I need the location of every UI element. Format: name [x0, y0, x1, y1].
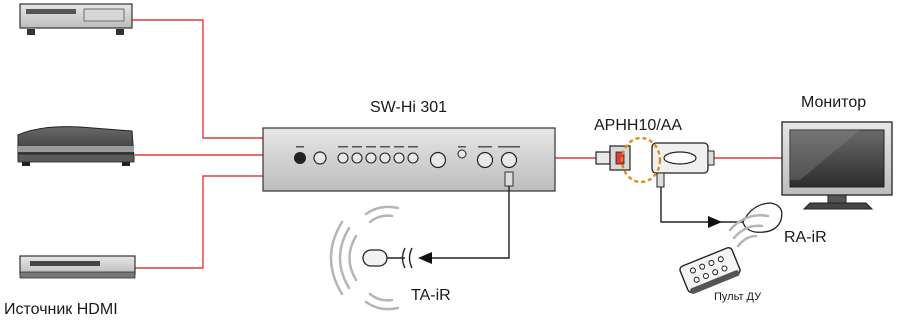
ra-ir-label: RA-iR — [784, 229, 827, 246]
ta-ir-label: TA-iR — [411, 287, 451, 304]
ra-ir-cable — [656, 172, 783, 233]
cable-source-1 — [130, 19, 263, 139]
monitor-device — [781, 121, 893, 210]
ir-waves-emitter — [329, 205, 400, 311]
source-caption: Источник HDMI — [4, 301, 118, 318]
switch-title: SW-Hi 301 — [370, 99, 447, 116]
ta-ir-cable — [362, 171, 514, 269]
remote-control — [679, 247, 741, 294]
source-device-1 — [19, 3, 133, 35]
ir-waves-remote — [728, 214, 770, 248]
remote-caption: Пульт ДУ — [714, 291, 762, 303]
switch-device — [262, 127, 556, 192]
adapter-device — [595, 136, 715, 184]
monitor-title: Монитор — [801, 94, 866, 111]
source-device-3 — [19, 255, 136, 279]
cable-source-3 — [135, 175, 263, 269]
adapter-title: APHH10/AA — [594, 117, 682, 134]
hdmi-cables — [130, 19, 782, 269]
source-device-2 — [17, 126, 135, 166]
